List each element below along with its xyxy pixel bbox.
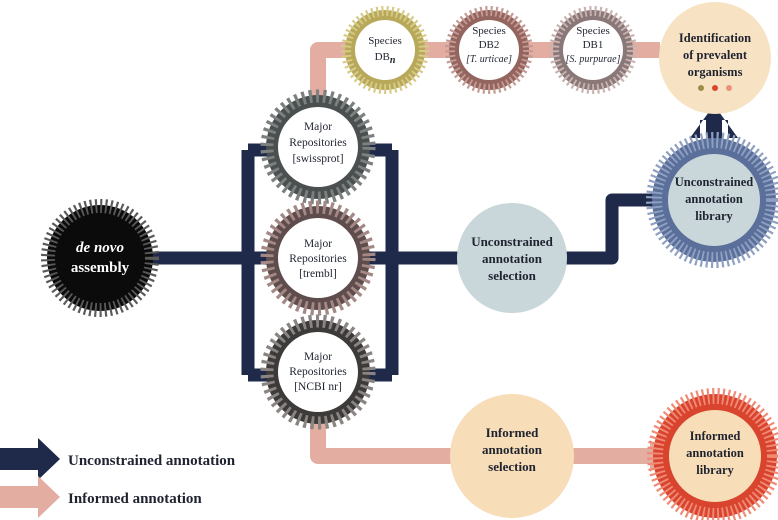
node-trembl (260, 200, 376, 316)
dot-salmon (726, 85, 732, 91)
label-species-dbn-db: DB (375, 51, 390, 63)
node-unconstrained-selection (457, 203, 567, 313)
node-informed-selection (450, 394, 574, 518)
legend-unconstrained-label: Unconstrained annotation (68, 453, 236, 469)
node-species-dbn (341, 6, 429, 94)
label-trembl-2: Repositories (289, 253, 347, 265)
node-unconstrained-library (646, 132, 778, 268)
label-unc-selection-1: Unconstrained (471, 234, 553, 249)
label-denovo-2: assembly (71, 260, 130, 276)
label-ncbi-3: [NCBI nr] (294, 381, 342, 393)
node-ncbi (260, 314, 376, 430)
label-inf-selection-2: annotation (482, 442, 543, 457)
node-prevalent-organisms (659, 2, 771, 114)
label-species-dbn-2: DBn (375, 51, 396, 66)
label-species-db1-2: DB1 (583, 39, 604, 51)
legend: Unconstrained annotation Informed annota… (0, 438, 236, 518)
label-inf-library-2: annotation (686, 446, 744, 460)
node-swissprot (260, 89, 376, 205)
label-swissprot-3: [swissprot] (292, 153, 343, 165)
label-prevalent-1: Identification (679, 31, 751, 45)
legend-informed-label: Informed annotation (68, 491, 202, 507)
label-inf-library-1: Informed (690, 429, 741, 443)
label-swissprot-1: Major (304, 121, 332, 133)
label-unc-library-1: Unconstrained (675, 175, 754, 189)
label-trembl-1: Major (304, 238, 332, 250)
label-inf-selection-3: selection (488, 459, 536, 474)
unconstrained-paths (150, 143, 666, 382)
legend-unconstrained-arrow (0, 438, 60, 480)
label-swissprot-2: Repositories (289, 137, 347, 149)
dot-olive (698, 85, 704, 91)
node-denovo-assembly (41, 199, 159, 317)
label-trembl-3: [trembl] (299, 268, 337, 280)
legend-informed-arrow (0, 476, 60, 518)
label-unc-library-2: annotation (685, 192, 743, 206)
node-informed-library (647, 388, 778, 520)
label-species-dbn-1: Species (368, 35, 402, 47)
unconstrained-path-to-library (565, 193, 666, 265)
label-species-db1-1: Species (576, 25, 610, 37)
dot-red (712, 85, 718, 91)
label-inf-library-3: library (696, 463, 734, 477)
label-denovo-1: de novo (76, 240, 124, 256)
label-species-db2-3: [T. urticae] (466, 54, 512, 65)
label-inf-selection-1: Informed (486, 425, 539, 440)
label-unc-selection-2: annotation (482, 251, 543, 266)
label-prevalent-3: organisms (688, 65, 743, 79)
label-ncbi-1: Major (304, 351, 332, 363)
label-prevalent-2: of prevalent (683, 48, 748, 62)
label-species-db2-1: Species (472, 25, 506, 37)
label-species-db1-3: [S. purpurae] (565, 54, 620, 65)
label-ncbi-2: Repositories (289, 366, 347, 378)
node-species-db1 (549, 6, 637, 94)
label-species-db2-2: DB2 (479, 39, 500, 51)
label-unc-selection-3: selection (488, 268, 536, 283)
label-species-dbn-sub: n (390, 55, 396, 66)
node-species-db2 (445, 6, 533, 94)
label-unc-library-3: library (695, 209, 733, 223)
